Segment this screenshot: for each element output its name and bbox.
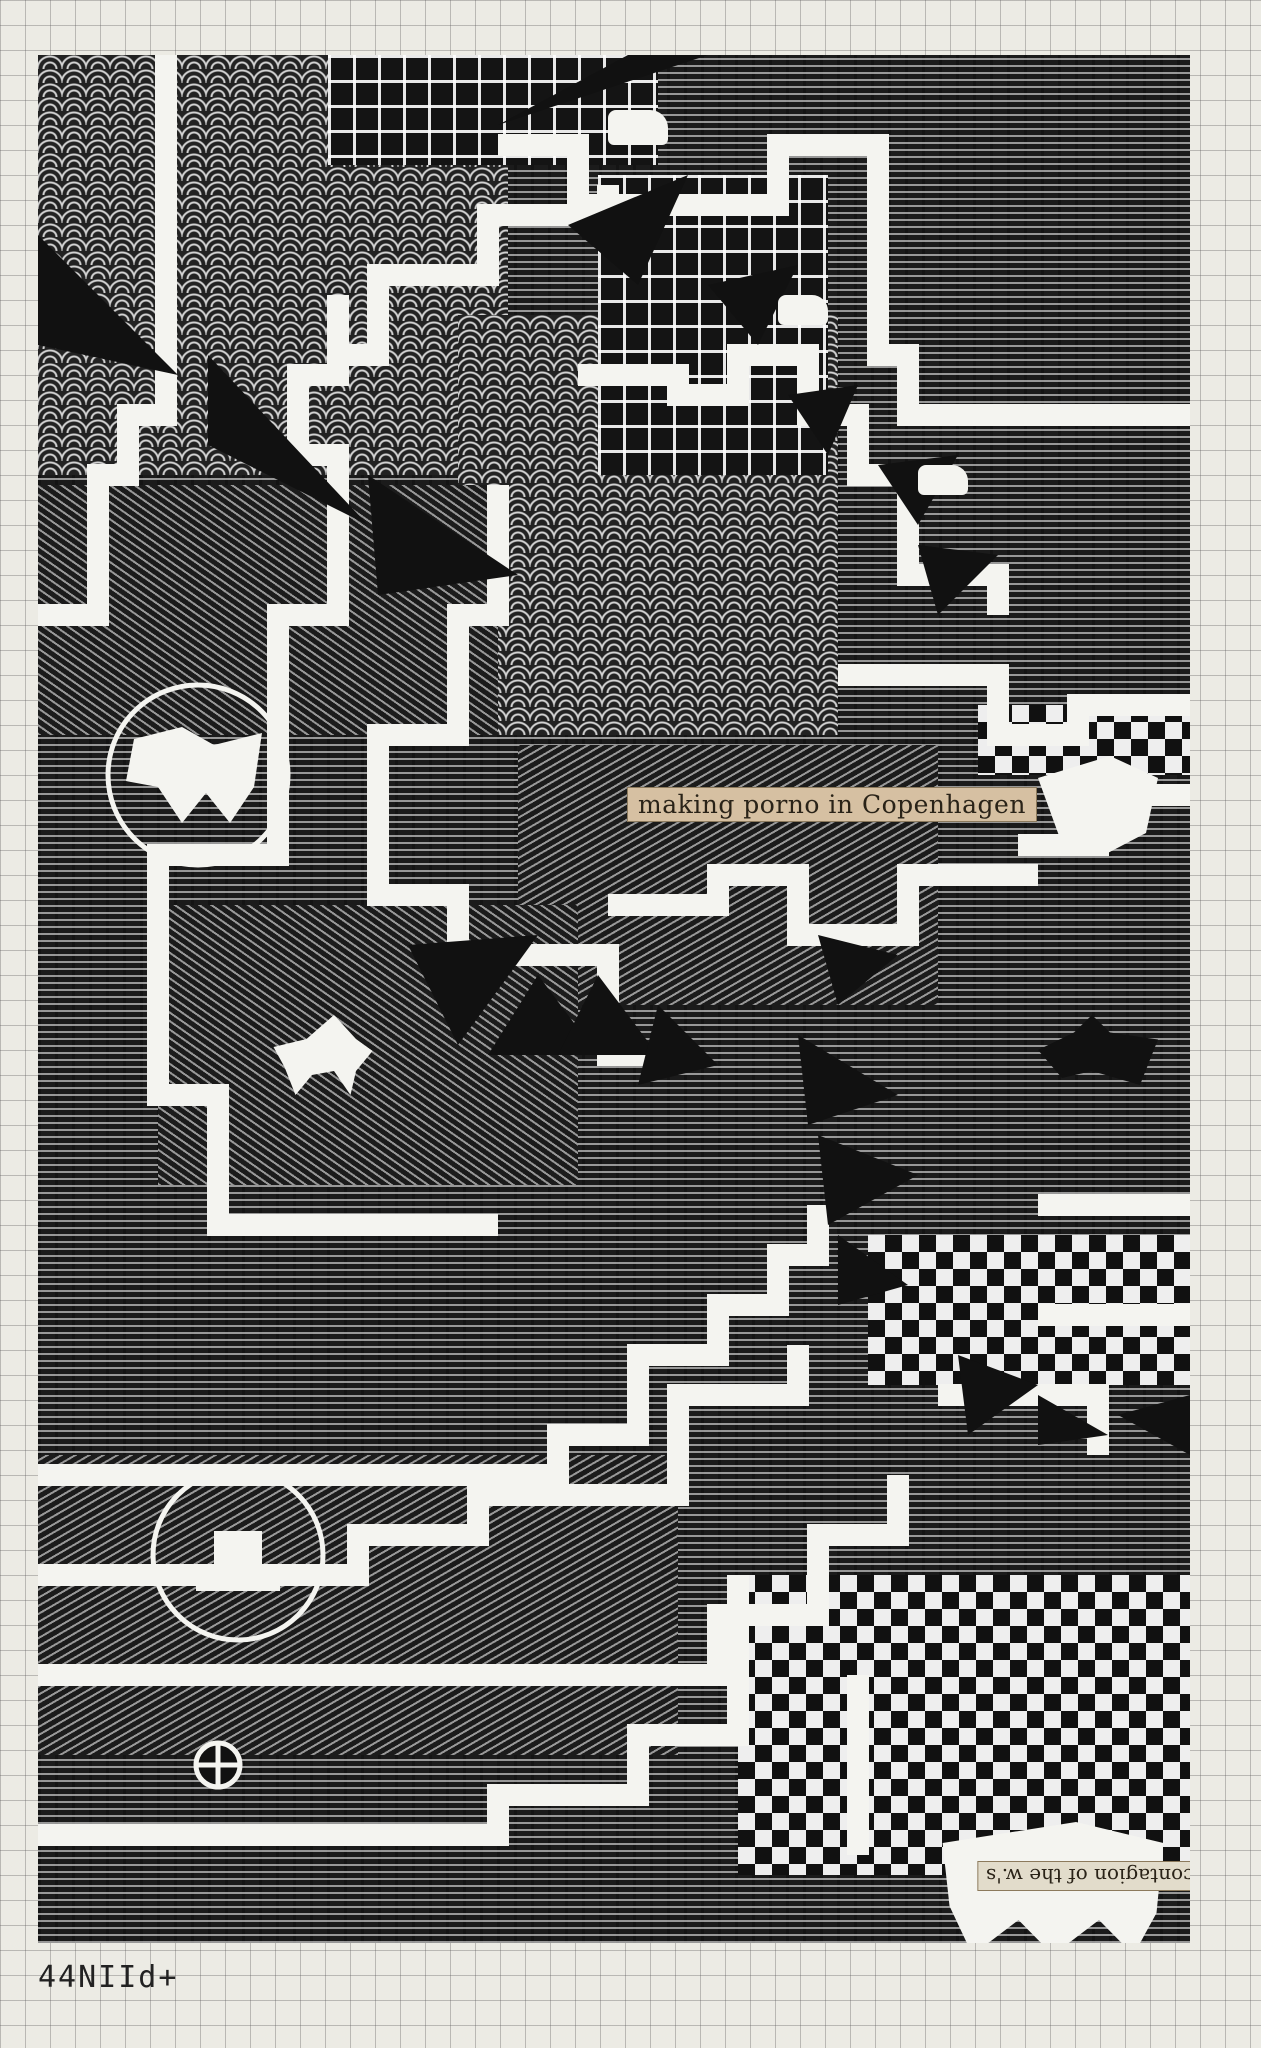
collage-label-copenhagen: making porno in Copenhagen (628, 788, 1036, 821)
collage-label-contagion: contagion of the w.'s (978, 1862, 1190, 1890)
checker-region (738, 1575, 1190, 1875)
ink-shapes (38, 55, 1190, 1855)
black-grid-band (328, 55, 658, 165)
cross-circle-icon (198, 1745, 238, 1785)
wavy-line-region (38, 1455, 678, 1755)
hand-glyph-icon (778, 295, 828, 325)
hand-glyph-icon (918, 465, 968, 495)
hand-glyph-icon (608, 110, 668, 145)
handwritten-code: 44NIId+ (38, 1960, 179, 1995)
ink-drawing: making porno in Copenhagen contagion of … (38, 55, 1190, 1943)
circle-emblems (105, 682, 326, 1790)
black-sawtooth-triangles (38, 55, 1190, 1455)
